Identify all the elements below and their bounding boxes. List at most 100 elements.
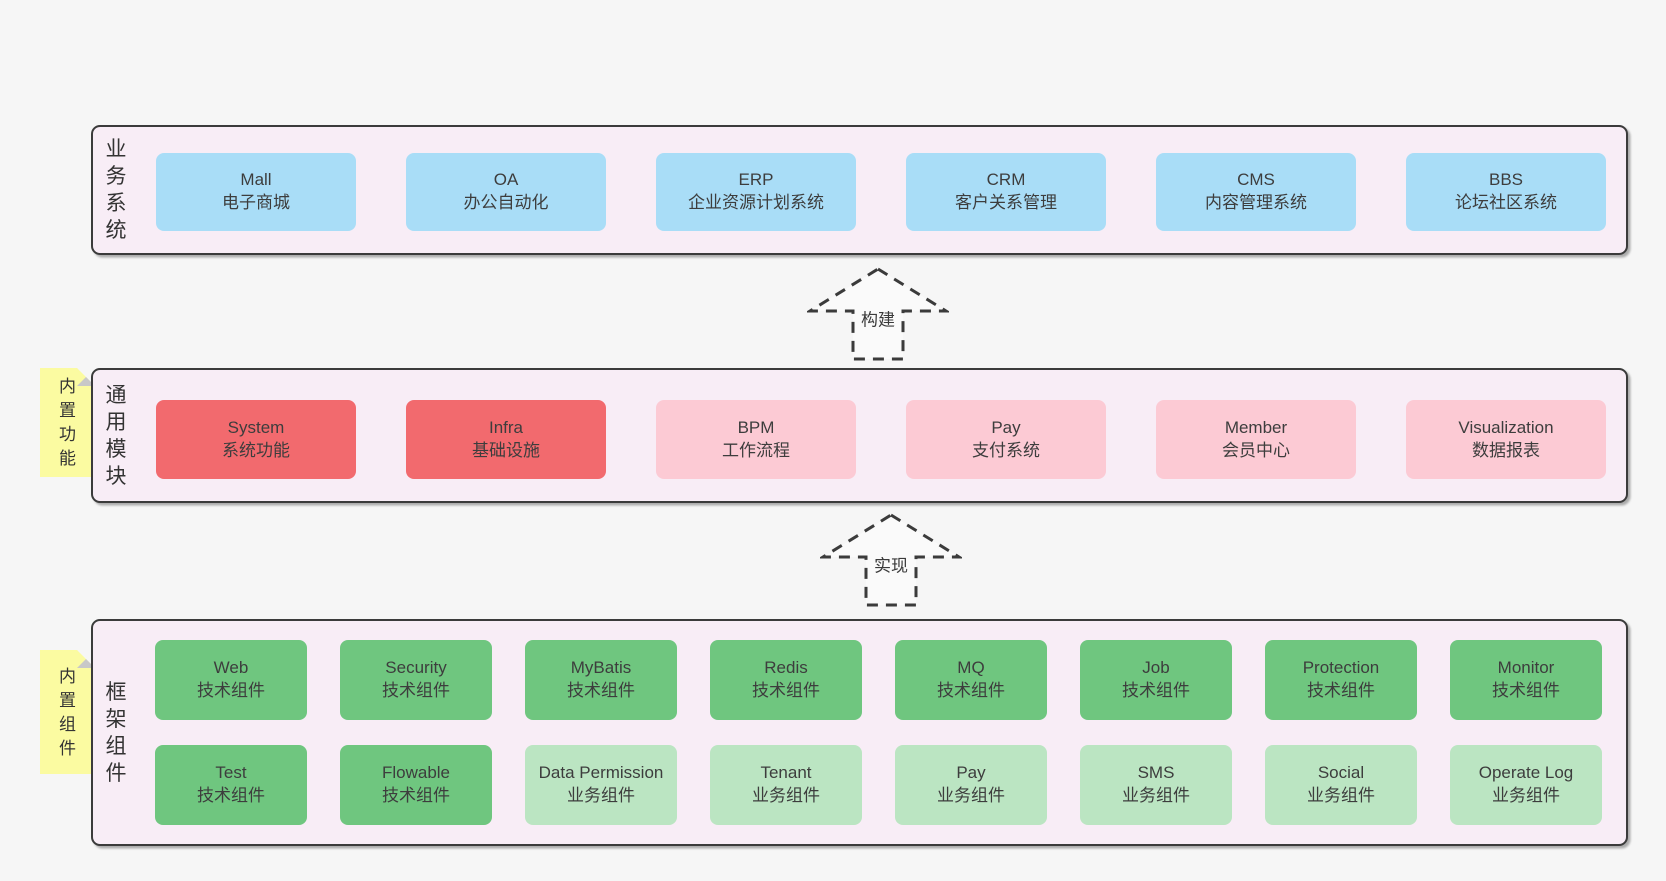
tier-label-char: 用	[105, 410, 127, 434]
box-subtitle: 技术组件	[197, 681, 265, 700]
box-subtitle: 系统功能	[222, 440, 290, 460]
box-title: Mall	[240, 170, 272, 190]
box-title: Infra	[488, 417, 524, 437]
box-subtitle: 内容管理系统	[1205, 193, 1307, 212]
box-title: Social	[1317, 763, 1365, 783]
box-title: System	[227, 417, 285, 437]
box-subtitle: 业务组件	[1307, 786, 1375, 805]
box-subtitle: 技术组件	[1307, 681, 1375, 700]
sticky-tab-char: 件	[59, 738, 76, 758]
box-subtitle: 技术组件	[382, 681, 450, 700]
box-title: Redis	[764, 658, 808, 678]
box-subtitle: 技术组件	[1492, 681, 1560, 700]
box-title: Flowable	[381, 763, 451, 783]
box-title: BPM	[737, 417, 775, 437]
box-mq: MQ 技术组件	[895, 640, 1047, 720]
box-crm: CRM 客户关系管理	[906, 153, 1106, 231]
box-flowable: Flowable 技术组件	[340, 745, 492, 825]
box-title: ERP	[738, 170, 774, 190]
box-title: OA	[493, 170, 519, 190]
box-erp: ERP 企业资源计划系统	[656, 153, 856, 231]
box-title: Pay	[956, 763, 986, 783]
box-subtitle: 企业资源计划系统	[688, 193, 824, 212]
box-subtitle: 基础设施	[472, 440, 540, 460]
box-subtitle: 技术组件	[567, 681, 635, 700]
sticky-tab-char: 能	[59, 449, 76, 468]
box-subtitle: 客户关系管理	[955, 193, 1057, 212]
tier-label-char: 业	[105, 138, 127, 161]
box-pay: Pay 业务组件	[895, 745, 1047, 825]
box-title: Visualization	[1458, 417, 1554, 437]
box-title: Data Permission	[538, 763, 664, 783]
box-title: BBS	[1488, 170, 1524, 190]
box-web: Web 技术组件	[155, 640, 307, 720]
box-subtitle: 技术组件	[937, 681, 1005, 700]
tier-label-char: 架	[105, 707, 127, 731]
box-system: System 系统功能	[156, 400, 356, 479]
box-subtitle: 技术组件	[1122, 681, 1190, 700]
tier-label-framework: 框架组件	[103, 621, 129, 844]
tier-label-char: 模	[105, 437, 127, 461]
box-subtitle: 业务组件	[752, 786, 820, 805]
box-title: Monitor	[1497, 658, 1555, 678]
box-subtitle: 技术组件	[382, 786, 450, 805]
box-mybatis: MyBatis 技术组件	[525, 640, 677, 720]
tier-label-char: 块	[105, 464, 127, 488]
box-subtitle: 工作流程	[722, 440, 790, 460]
box-subtitle: 数据报表	[1472, 440, 1540, 460]
box-bbs: BBS 论坛社区系统	[1406, 153, 1606, 231]
sticky-tab-char: 置	[59, 401, 76, 420]
box-title: SMS	[1137, 763, 1175, 783]
box-subtitle: 业务组件	[937, 786, 1005, 805]
box-title: Pay	[991, 417, 1021, 437]
arrow-build-label: 构建	[858, 304, 898, 332]
box-title: Test	[215, 763, 247, 783]
sticky-tab-modules: 内置功能	[40, 368, 95, 477]
box-monitor: Monitor 技术组件	[1450, 640, 1602, 720]
arrow-implement-label: 实现	[871, 550, 911, 578]
box-protection: Protection 技术组件	[1265, 640, 1417, 720]
box-infra: Infra 基础设施	[406, 400, 606, 479]
tier-label-char: 组	[105, 734, 127, 758]
sticky-tab-char: 内	[59, 666, 76, 686]
box-security: Security 技术组件	[340, 640, 492, 720]
sticky-tab-char: 组	[59, 714, 76, 734]
box-title: CRM	[986, 170, 1026, 190]
tier-label-char: 框	[105, 680, 127, 704]
box-title: Member	[1224, 417, 1288, 437]
box-bpm: BPM 工作流程	[656, 400, 856, 479]
arrow-build: 构建	[807, 266, 949, 362]
box-cms: CMS 内容管理系统	[1156, 153, 1356, 231]
tier-label-char: 统	[105, 219, 127, 242]
tier-label-char: 件	[105, 761, 127, 785]
tier-label-modules: 通用模块	[103, 370, 129, 501]
box-title: MyBatis	[570, 658, 632, 678]
box-title: Operate Log	[1478, 763, 1574, 783]
box-subtitle: 论坛社区系统	[1455, 193, 1557, 212]
sticky-tab-framework: 内置组件	[40, 650, 95, 774]
box-title: Web	[213, 658, 249, 678]
tier-label-char: 系	[105, 192, 127, 215]
tier-label-char: 务	[105, 165, 127, 188]
box-title: Security	[385, 658, 447, 678]
sticky-tab-char: 内	[59, 377, 76, 396]
tier-label-char: 通	[105, 383, 127, 407]
box-title: Protection	[1302, 658, 1380, 678]
box-social: Social 业务组件	[1265, 745, 1417, 825]
box-title: MQ	[957, 658, 985, 678]
box-title: Job	[1142, 658, 1170, 678]
box-title: CMS	[1237, 170, 1275, 190]
box-visualization: Visualization 数据报表	[1406, 400, 1606, 479]
box-job: Job 技术组件	[1080, 640, 1232, 720]
